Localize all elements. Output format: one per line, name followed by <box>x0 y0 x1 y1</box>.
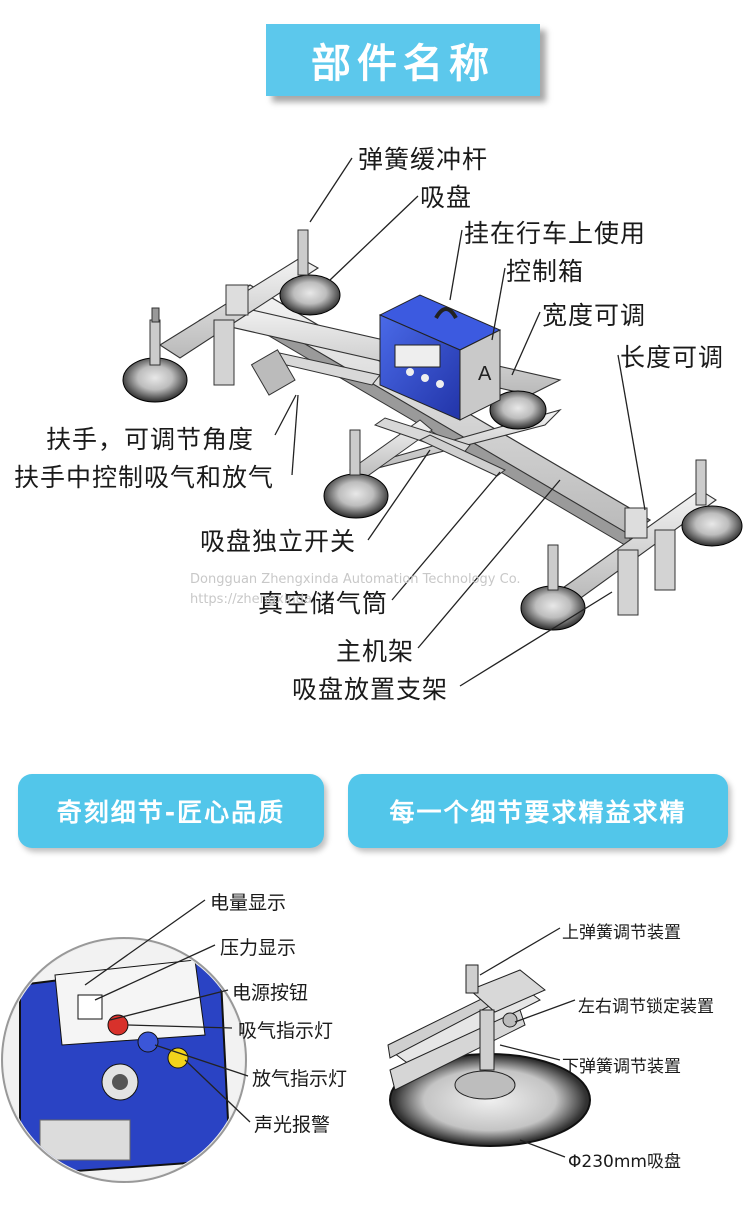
label-lr-lock: 左右调节锁定装置 <box>578 997 714 1017</box>
vacuum-tank-shape <box>418 434 506 477</box>
label-cup-size: Φ230mm吸盘 <box>568 1152 681 1172</box>
detail-banner-right: 每一个细节要求精益求精 <box>348 774 728 848</box>
suction-cup-4 <box>323 429 389 519</box>
watermark-company: Dongguan Zhengxinda Automation Technolog… <box>190 572 521 587</box>
label-suction-cup: 吸盘 <box>420 183 473 212</box>
label-pressure: 压力显示 <box>220 937 297 959</box>
label-handle-control: 扶手中控制吸气和放气 <box>14 463 275 492</box>
label-crane-hang: 挂在行车上使用 <box>464 219 647 248</box>
right-side-arm <box>558 489 717 616</box>
label-power-button: 电源按钮 <box>232 982 309 1004</box>
watermark-url: https://zhengxinda <box>190 592 312 607</box>
label-spring-rod: 弹簧缓冲杆 <box>358 145 489 174</box>
label-upper-spring: 上弹簧调节装置 <box>562 923 681 943</box>
label-suction-light: 吸气指示灯 <box>238 1020 334 1042</box>
label-release-light: 放气指示灯 <box>252 1068 348 1090</box>
suction-cup-5 <box>681 459 743 547</box>
section-title: 部件名称 <box>311 41 495 87</box>
detail-banner-left: 奇刻细节-匠心品质 <box>18 774 324 848</box>
label-length-adjust: 长度可调 <box>620 343 725 372</box>
label-width-adjust: 宽度可调 <box>542 301 647 330</box>
control-box: A <box>378 294 502 421</box>
label-main-frame: 主机架 <box>336 637 415 666</box>
label-vacuum-tank: 真空储气筒 <box>258 589 389 618</box>
vacuum-lifter-diagram: A <box>122 157 743 687</box>
suction-cup-3 <box>489 390 547 430</box>
label-control-box: 控制箱 <box>506 257 585 286</box>
detail-banner-left-text: 奇刻细节-匠心品质 <box>56 798 286 827</box>
label-cup-rack: 吸盘放置支架 <box>292 675 449 704</box>
detail-banner-right-text: 每一个细节要求精益求精 <box>389 798 687 827</box>
section-title-banner: 部件名称 <box>266 24 540 96</box>
svg-text:A: A <box>478 363 492 385</box>
suction-cup-1 <box>122 307 188 403</box>
label-lower-spring: 下弹簧调节装置 <box>562 1057 681 1077</box>
label-cup-switch: 吸盘独立开关 <box>200 527 357 556</box>
label-battery: 电量显示 <box>210 892 287 914</box>
leader-lines <box>274 157 646 687</box>
label-handle-angle: 扶手，可调节角度 <box>46 425 255 454</box>
left-side-arm <box>158 257 320 386</box>
label-alarm: 声光报警 <box>254 1114 331 1136</box>
suction-cup-2 <box>279 229 341 316</box>
